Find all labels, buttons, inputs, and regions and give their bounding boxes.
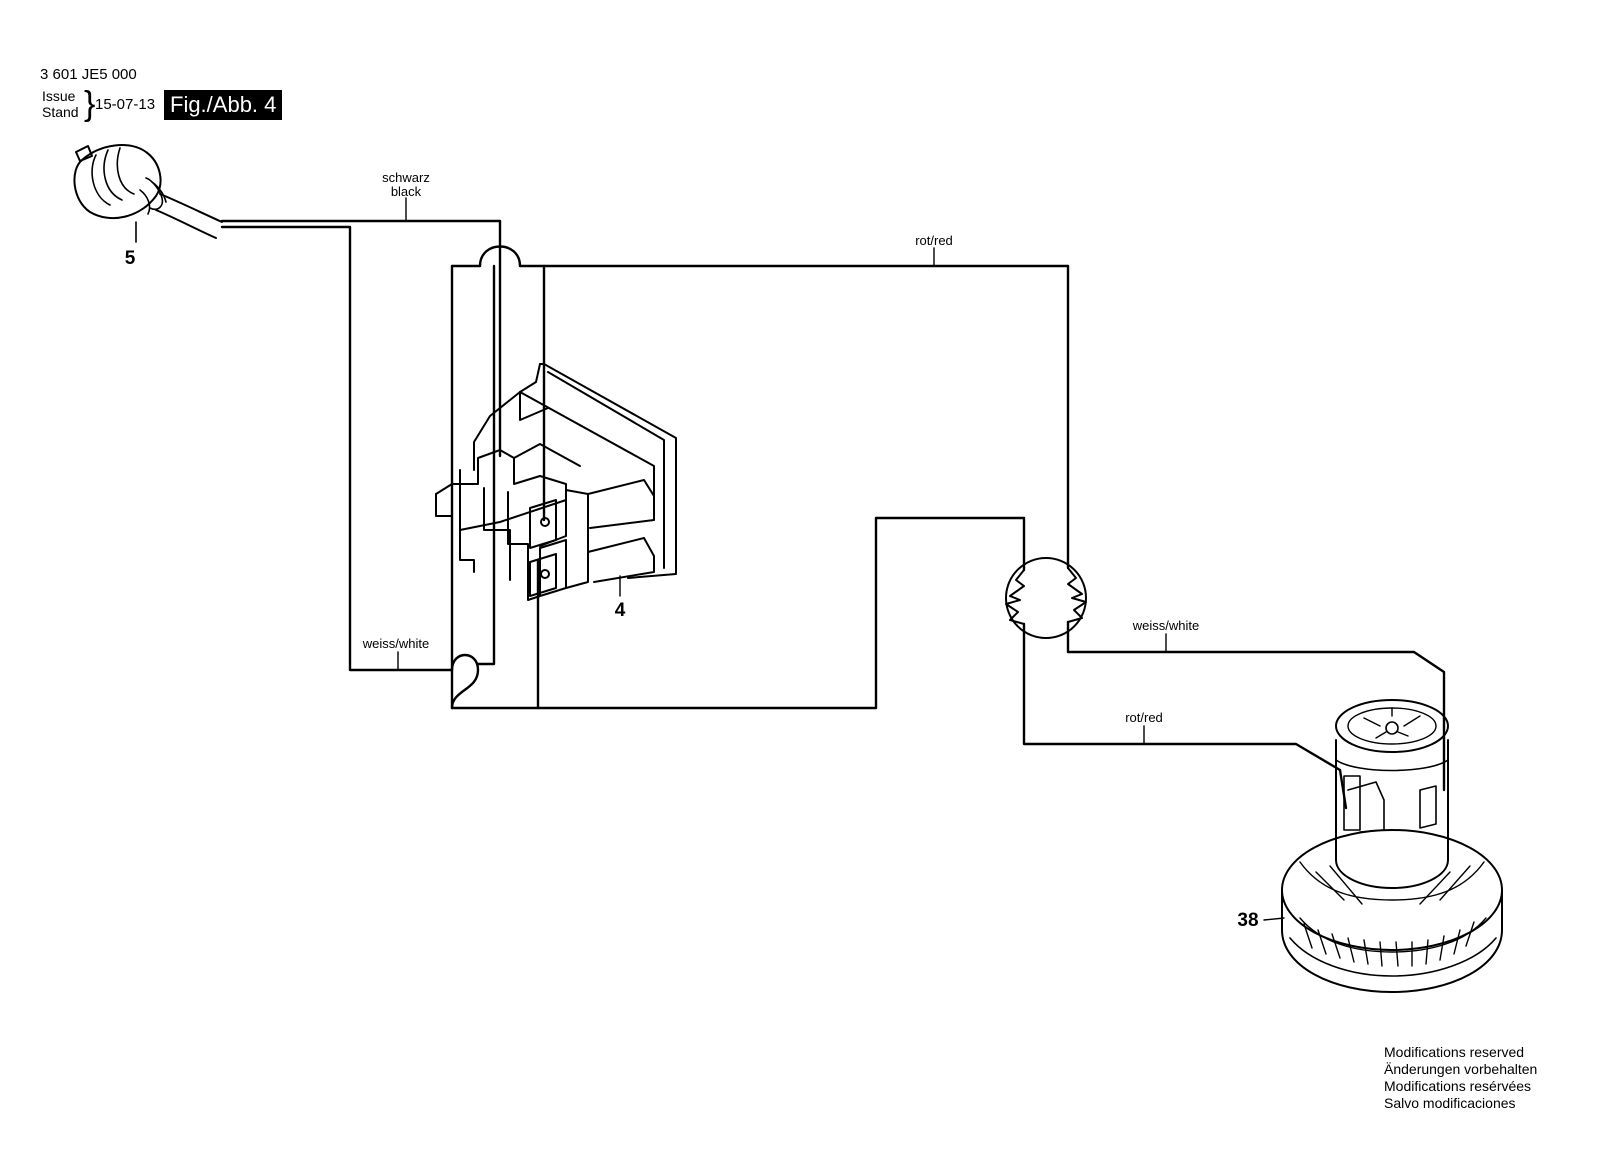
part-label-switch: 4 (615, 600, 626, 621)
part-label-motor: 38 (1237, 910, 1258, 931)
issue-label-en: Issue (42, 88, 76, 104)
part-label-plug: 5 (125, 248, 136, 269)
wire-white-return (450, 653, 480, 710)
issue-date: 15-07-13 (95, 96, 156, 113)
wire-label-black-de: schwarz (382, 170, 430, 185)
wire-red-motor (1022, 622, 1348, 810)
motor-icon (1281, 699, 1503, 993)
issue-label-de: Stand (42, 104, 79, 120)
wire-black (220, 219, 502, 458)
notice-es: Salvo modificaciones (1384, 1095, 1516, 1111)
notice-de: Änderungen vorbehalten (1384, 1061, 1538, 1077)
wire-white-supply (220, 225, 454, 672)
wire-label-white-left: weiss/white (362, 636, 429, 651)
notice-en: Modifications reserved (1384, 1044, 1525, 1060)
wire-label-white-right: weiss/white (1132, 618, 1199, 633)
wire-switch-left-bus (450, 245, 1070, 710)
issue-label: Issue Stand (42, 88, 79, 120)
modifications-notice: Modifications reserved Änderungen vorbeh… (1384, 1044, 1537, 1112)
plug-icon (73, 144, 223, 243)
leader-motor (1263, 917, 1285, 921)
wire-switch-middle (476, 264, 496, 666)
wire-label-black-en: black (391, 184, 422, 199)
wire-white-motor (1066, 620, 1446, 792)
capacitor-icon (1005, 557, 1087, 639)
issue-brace: } (84, 85, 96, 123)
figure-label: Fig./Abb. 4 (164, 90, 283, 120)
part-number: 3 601 JE5 000 (40, 66, 137, 83)
wire-label-red-bottom: rot/red (1125, 710, 1163, 725)
notice-fr: Modifications resérvées (1384, 1078, 1532, 1094)
wire-label-red-top: rot/red (915, 233, 953, 248)
wire-bottom-return (450, 516, 1026, 710)
switch-icon (435, 363, 677, 601)
